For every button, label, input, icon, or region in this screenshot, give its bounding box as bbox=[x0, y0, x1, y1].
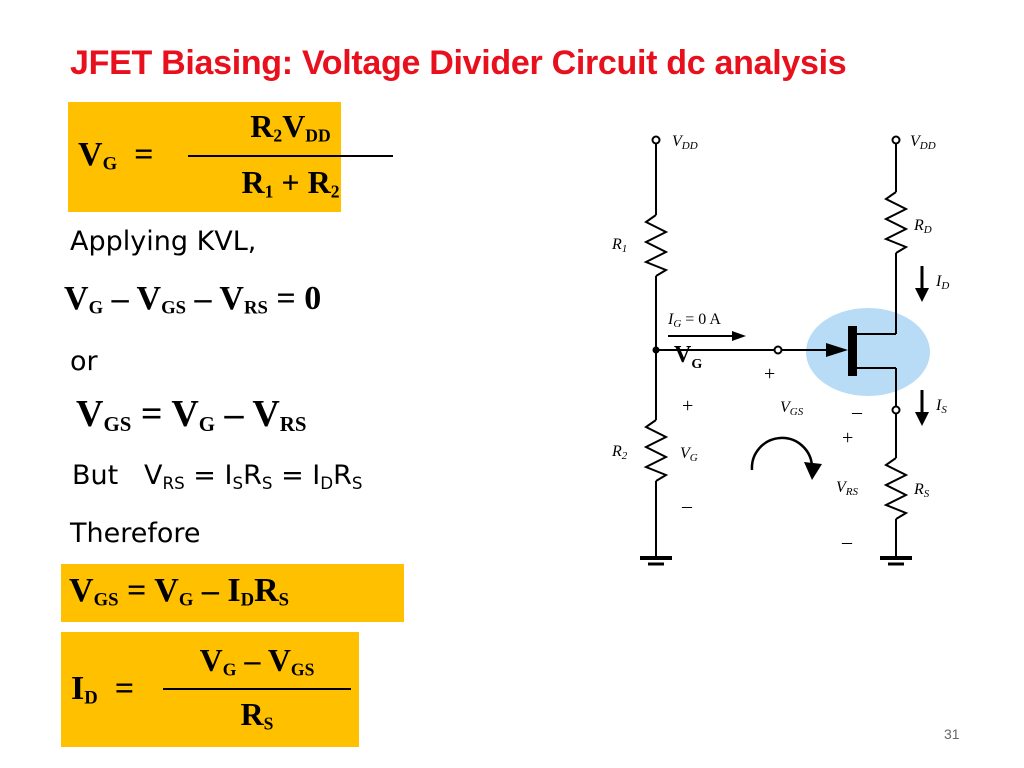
rs-resistor bbox=[883, 457, 909, 520]
id-formula-lhs: ID = bbox=[71, 670, 135, 709]
fraction-bar bbox=[163, 688, 351, 690]
kvl-equation: VG – VGS – VRS = 0 bbox=[64, 280, 322, 319]
page-number: 31 bbox=[944, 726, 960, 742]
ig-arrow bbox=[732, 331, 746, 341]
r1-resistor bbox=[643, 214, 669, 277]
id-formula-denominator: RS bbox=[240, 696, 274, 734]
vg-minus: – bbox=[681, 495, 693, 517]
rs-label: RS bbox=[913, 481, 930, 500]
kvl-loop-arrow bbox=[750, 436, 814, 471]
id-formula-box: ID = VG – VGS RS bbox=[61, 632, 359, 747]
id-label: ID bbox=[935, 273, 949, 292]
vrs-plus: + bbox=[842, 427, 853, 449]
is-arrow bbox=[915, 412, 929, 426]
fraction-bar bbox=[188, 155, 393, 157]
vgs-final-box: VGS = VG – IDRS bbox=[61, 564, 404, 622]
vdd-left-terminal bbox=[651, 135, 661, 145]
gate-node bbox=[652, 346, 660, 354]
ig-label: IG = 0 A bbox=[667, 311, 721, 330]
source-terminal bbox=[891, 405, 901, 415]
therefore-label: Therefore bbox=[70, 518, 201, 549]
vgs-plus: + bbox=[764, 363, 775, 385]
vg-formula-numerator: R2VDD bbox=[250, 108, 331, 146]
vg-formula-denominator: R1 + R2 bbox=[241, 164, 340, 202]
vg-formula-box: VG = R2VDD R1 + R2 bbox=[68, 102, 393, 212]
jfet-highlight bbox=[806, 308, 930, 396]
id-formula-numerator: VG – VGS bbox=[199, 642, 315, 680]
kvl-label: Applying KVL, bbox=[70, 226, 257, 257]
vdd-right-label: VDD bbox=[910, 133, 936, 152]
vg-node-label: VG bbox=[674, 342, 702, 372]
r1-label: R1 bbox=[611, 236, 627, 255]
kvl-arrow-head bbox=[804, 462, 822, 480]
vg-plus: + bbox=[682, 395, 693, 417]
vg-r2-label: VG bbox=[680, 445, 698, 464]
vgs-final-equation: VGS = VG – IDRS bbox=[69, 572, 290, 611]
vrs-minus: – bbox=[841, 531, 853, 553]
gate-terminal bbox=[773, 345, 783, 355]
id-arrow bbox=[915, 288, 929, 302]
r2-resistor bbox=[643, 419, 669, 482]
vg-formula-lhs: VG = bbox=[78, 136, 154, 175]
vrs-label: VRS bbox=[836, 479, 859, 498]
slide-title: JFET Biasing: Voltage Divider Circuit dc… bbox=[70, 44, 847, 82]
vgs-minus: – bbox=[851, 401, 863, 423]
rd-label: RD bbox=[913, 217, 932, 236]
vgs-label: VGS bbox=[780, 399, 804, 418]
vdd-right-terminal bbox=[891, 135, 901, 145]
but-statement: But VRS = ISRS = IDRS bbox=[72, 460, 363, 494]
jfet-channel bbox=[848, 326, 857, 376]
is-label: IS bbox=[935, 397, 947, 416]
gate-arrow bbox=[826, 343, 848, 357]
or-label: or bbox=[70, 346, 98, 377]
rd-resistor bbox=[883, 191, 909, 254]
vgs-equation: VGS = VG – VRS bbox=[76, 393, 307, 437]
r2-label: R2 bbox=[611, 443, 628, 462]
vdd-left-label: VDD bbox=[672, 133, 698, 152]
